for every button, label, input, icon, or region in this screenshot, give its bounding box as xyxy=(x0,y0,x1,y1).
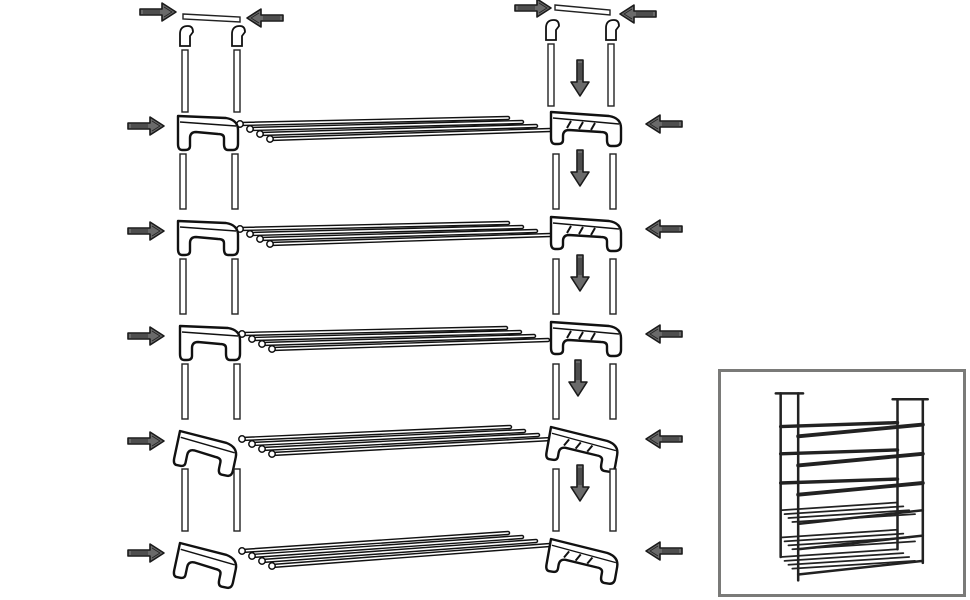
downward-arrow-icon xyxy=(570,149,590,187)
top-cap-piece xyxy=(179,25,194,47)
upright-pole xyxy=(607,43,615,107)
insert-arrow-icon xyxy=(247,9,283,27)
top-cap-piece xyxy=(545,19,560,41)
upright-pole xyxy=(181,49,189,113)
insert-arrow-icon xyxy=(646,220,682,238)
right-connector xyxy=(549,320,623,358)
upright-pole xyxy=(233,468,241,532)
upright-pole xyxy=(609,363,617,420)
right-connector xyxy=(549,110,623,148)
top-crossbar xyxy=(554,4,611,16)
upright-pole xyxy=(179,258,187,315)
upright-pole xyxy=(552,468,560,532)
upright-pole xyxy=(179,153,187,210)
right-connector xyxy=(549,215,623,253)
insert-arrow-icon xyxy=(646,115,682,133)
upright-pole xyxy=(231,258,239,315)
upright-pole xyxy=(609,468,617,532)
top-cap-piece xyxy=(605,19,620,41)
insert-arrow-icon xyxy=(620,5,656,23)
downward-arrow-icon xyxy=(570,59,590,97)
upright-pole xyxy=(609,153,617,210)
top-cap-piece xyxy=(231,25,246,47)
right-connector xyxy=(543,537,622,586)
insert-arrow-icon xyxy=(646,325,682,343)
insert-arrow-icon xyxy=(127,221,165,241)
insert-arrow-icon xyxy=(127,326,165,346)
upright-pole xyxy=(552,258,560,315)
downward-arrow-icon xyxy=(570,464,590,502)
left-connector xyxy=(176,219,240,257)
upright-pole xyxy=(552,363,560,420)
left-connector xyxy=(176,114,240,152)
upright-pole xyxy=(181,468,189,532)
upright-pole xyxy=(233,49,241,113)
upright-pole xyxy=(181,363,189,420)
assembled-rack-image xyxy=(774,392,929,582)
upright-pole xyxy=(231,153,239,210)
insert-arrow-icon xyxy=(127,543,165,563)
top-crossbar xyxy=(182,13,241,23)
insert-arrow-icon xyxy=(139,2,177,22)
insert-arrow-icon xyxy=(646,542,682,560)
upright-pole xyxy=(609,258,617,315)
upright-pole xyxy=(233,363,241,420)
insert-arrow-icon xyxy=(127,116,165,136)
downward-arrow-icon xyxy=(570,254,590,292)
upright-pole xyxy=(552,153,560,210)
left-connector xyxy=(171,541,240,590)
left-connector xyxy=(178,324,242,362)
upright-pole xyxy=(547,43,555,107)
insert-arrow-icon xyxy=(514,0,552,18)
insert-arrow-icon xyxy=(646,430,682,448)
insert-arrow-icon xyxy=(127,431,165,451)
downward-arrow-icon xyxy=(568,359,588,397)
assembled-rack-preview xyxy=(718,369,966,597)
